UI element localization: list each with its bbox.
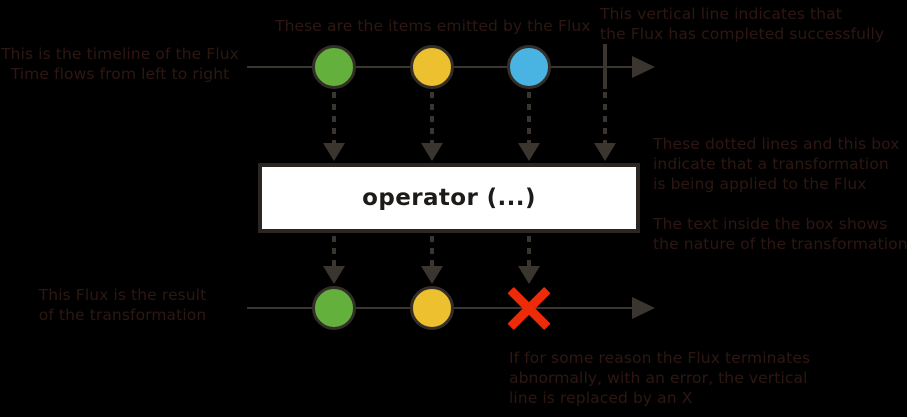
- dotted-arrow-in-3-icon: [518, 143, 540, 161]
- annotation-result-flux: This Flux is the result of the transform…: [38, 286, 207, 324]
- operator-label: operator (...): [362, 185, 536, 211]
- source-marble-green: [312, 45, 356, 89]
- source-marble-yellow: [410, 45, 454, 89]
- dotted-connector-in-4: [603, 92, 607, 143]
- dotted-connector-out-1: [332, 236, 336, 266]
- annotation-items-emitted: These are the items emitted by the Flux: [275, 17, 591, 35]
- result-marble-yellow: [410, 286, 454, 330]
- source-marble-blue: [507, 45, 551, 89]
- dotted-arrow-out-2-icon: [421, 266, 443, 284]
- dotted-connector-out-2: [430, 236, 434, 266]
- dotted-connector-in-3: [527, 92, 531, 143]
- operator-box: operator (...): [258, 163, 640, 233]
- source-timeline-arrow-icon: [632, 56, 655, 78]
- annotation-transformation: These dotted lines and this box indicate…: [653, 135, 900, 193]
- error-x-icon: [506, 285, 552, 331]
- result-marble-green: [312, 286, 356, 330]
- completion-bar-icon: [603, 44, 607, 89]
- annotation-completion: This vertical line indicates that the Fl…: [600, 5, 885, 43]
- annotation-box-text: The text inside the box shows the nature…: [653, 215, 907, 253]
- dotted-arrow-in-1-icon: [323, 143, 345, 161]
- dotted-arrow-out-3-icon: [518, 266, 540, 284]
- dotted-arrow-in-2-icon: [421, 143, 443, 161]
- annotation-timeline: This is the timeline of the Flux Time fl…: [1, 45, 239, 83]
- dotted-connector-out-3: [527, 236, 531, 266]
- dotted-connector-in-2: [430, 92, 434, 143]
- dotted-connector-in-1: [332, 92, 336, 143]
- result-timeline-arrow-icon: [632, 297, 655, 319]
- dotted-arrow-in-4-icon: [594, 143, 616, 161]
- annotation-error-termination: If for some reason the Flux terminates a…: [509, 349, 811, 407]
- dotted-arrow-out-1-icon: [323, 266, 345, 284]
